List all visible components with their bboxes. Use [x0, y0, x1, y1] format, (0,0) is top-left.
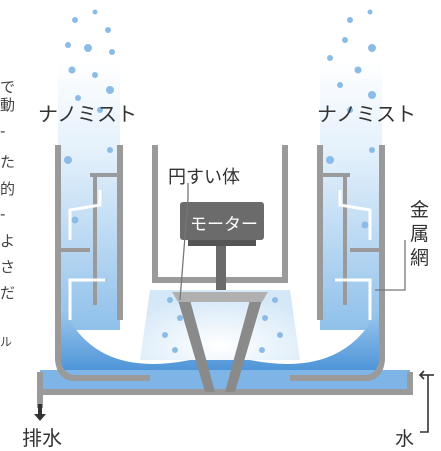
cone-left-wall [178, 300, 215, 392]
water-label: 水 [395, 428, 415, 450]
edge-text: - [0, 122, 6, 140]
water-inlet-arrow [418, 370, 434, 433]
motor-body [180, 202, 264, 240]
nanomist-right-label: ナノミスト [317, 102, 416, 126]
cone-label: 円すい体 [168, 167, 240, 188]
edge-text: で [0, 78, 14, 96]
metal-mesh-label: 金 属 網 [410, 199, 430, 269]
left-mist-column [58, 60, 120, 330]
edge-text: 動 [0, 96, 14, 114]
nanomist-left-label: ナノミスト [38, 102, 137, 126]
drain-label: 排水 [22, 426, 62, 450]
edge-text: た [0, 153, 14, 171]
edge-text: ル [0, 335, 13, 349]
cone-rim [172, 292, 268, 302]
basin-water [60, 300, 382, 370]
internal-baffles [60, 173, 382, 305]
motor-shaft [216, 230, 226, 290]
spray-zone [140, 290, 300, 360]
mist-droplets [64, 9, 376, 353]
edge-text: - [0, 205, 6, 223]
edge-text: 的 [0, 180, 14, 198]
edge-text: さ [0, 258, 14, 276]
drain-arrow [34, 404, 46, 421]
cone-right-wall [225, 300, 262, 392]
edge-text: よ [0, 232, 14, 250]
motor-label: モーター [190, 215, 258, 235]
right-mist-column [320, 60, 382, 330]
edge-text: だ [0, 284, 14, 302]
leader-lines [179, 183, 406, 301]
